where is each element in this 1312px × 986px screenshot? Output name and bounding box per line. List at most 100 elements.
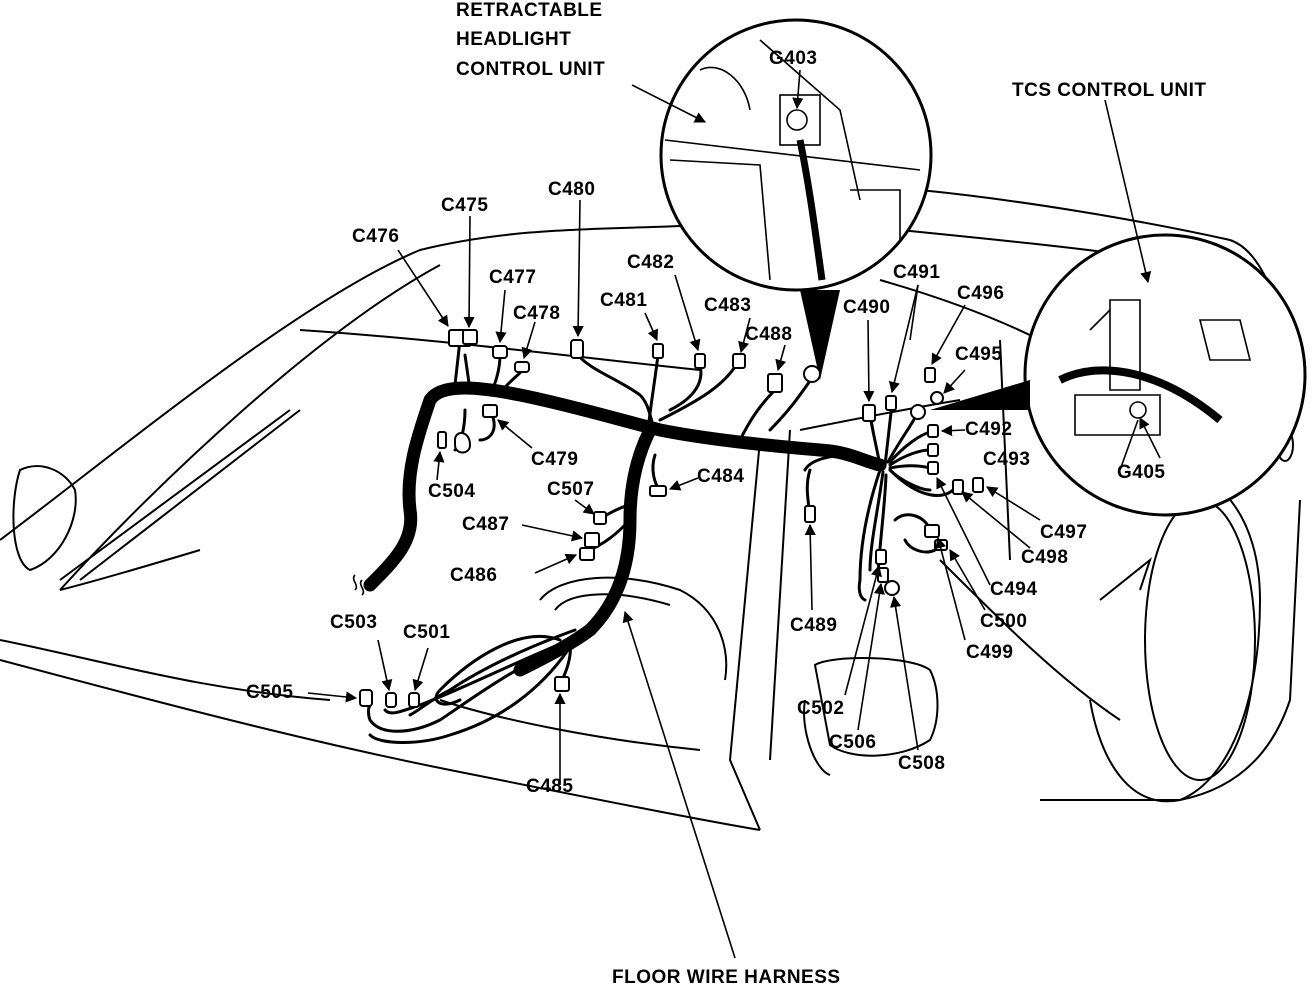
leader-c486 (534, 553, 578, 574)
connector-c482 (694, 353, 706, 369)
floor-harness (352, 381, 887, 677)
connector-c493 (927, 443, 939, 457)
label-c486: C486 (450, 565, 497, 586)
text-labels: RETRACTABLE HEADLIGHT CONTROL UNIT G403 … (246, 0, 1206, 986)
connector-c487 (584, 532, 600, 548)
wire-lower-left-4 (368, 648, 570, 744)
connector-c503 (385, 692, 397, 708)
wire-c500b (903, 538, 937, 554)
leader-c491b (909, 284, 919, 341)
connector-c478 (514, 361, 530, 373)
label-tcs-control-unit: TCS CONTROL UNIT (1012, 80, 1206, 101)
label-c503: C503 (330, 612, 377, 633)
leader-lines (307, 69, 1161, 959)
label-floor-wire-harness: FLOOR WIRE HARNESS (612, 967, 841, 986)
label-c488: C488 (745, 324, 792, 345)
wire-c497 (888, 468, 957, 497)
connector-c477 (492, 345, 508, 359)
dash-edge (59, 549, 201, 591)
leader-c499 (935, 536, 966, 641)
connector-c479 (482, 404, 498, 418)
label-c505: C505 (246, 682, 293, 703)
leader-c487 (521, 524, 584, 542)
label-c507: C507 (547, 479, 594, 500)
label-c494: C494 (990, 579, 1037, 600)
leader-c476 (397, 249, 449, 327)
harness-down-branch (513, 423, 657, 677)
leader-c482 (674, 274, 701, 352)
leader-c477 (495, 289, 507, 344)
label-c508: C508 (898, 753, 945, 774)
leader-c480 (572, 199, 584, 338)
connector-c492 (927, 424, 939, 438)
connector-c495 (930, 391, 944, 405)
tcs-harness (1058, 366, 1223, 424)
headlight-callout (659, 18, 933, 380)
leader-tcs (1104, 99, 1152, 284)
label-c499: C499 (966, 642, 1013, 663)
label-c492: C492 (965, 419, 1012, 440)
connector-c502 (875, 549, 887, 565)
label-c493: C493 (983, 449, 1030, 470)
tcs-wire (1119, 419, 1139, 471)
callout-detail-2 (664, 139, 921, 171)
b-pillar (728, 439, 761, 831)
tcs-callout (930, 233, 1307, 517)
leader-c491 (888, 284, 919, 394)
leader-c483 (738, 317, 751, 354)
leader-c495 (943, 369, 966, 394)
callout-circle-right (1023, 233, 1307, 517)
label-c481: C481 (600, 290, 647, 311)
wire-c482 (668, 363, 703, 412)
wire-lower-2 (868, 470, 885, 572)
wire-loop (434, 634, 562, 706)
wire-lower-left-1 (408, 628, 577, 717)
tcs-mount-plate (1074, 394, 1161, 436)
leader-floor-harness (622, 610, 736, 959)
connector-c507 (593, 511, 607, 525)
label-c498: C498 (1021, 547, 1068, 568)
wire-c483 (658, 360, 740, 422)
wire-lower-left-2 (383, 638, 572, 715)
label-g403: G403 (769, 48, 817, 69)
connector-c480 (570, 339, 584, 359)
tcs-bracket (1198, 319, 1252, 361)
label-c477: C477 (489, 267, 536, 288)
label-retractable: RETRACTABLE (456, 0, 603, 21)
label-c476: C476 (352, 226, 399, 247)
wire-c475 (463, 353, 472, 392)
tcs-detail-1 (1089, 309, 1111, 331)
wire-c481 (646, 353, 660, 432)
callout-detail-3 (669, 159, 771, 281)
connector-c506 (877, 567, 889, 583)
label-c497: C497 (1040, 522, 1087, 543)
label-control-unit: CONTROL UNIT (456, 59, 605, 80)
floor-rear (939, 559, 1121, 721)
label-c479: C479 (531, 449, 578, 470)
callout-detail-1 (699, 66, 751, 111)
side-mirror (12, 465, 77, 572)
wire-c484 (651, 453, 662, 492)
harness-main-trunk (363, 381, 887, 592)
connector-c483 (732, 353, 746, 369)
connector-c489 (804, 505, 816, 523)
leader-c504 (433, 450, 445, 481)
a-pillar-inner (59, 409, 291, 581)
leader-c500 (949, 549, 986, 611)
leader-g405 (1139, 416, 1161, 459)
leader-c508 (890, 595, 919, 751)
rear-quarter (1040, 499, 1301, 801)
floor-line (439, 699, 701, 751)
connector-c490 (862, 404, 876, 422)
connector-c500 (924, 524, 940, 538)
label-c482: C482 (627, 252, 674, 273)
wire-g403 (768, 376, 814, 432)
connector-c494 (927, 461, 939, 475)
lower-body (0, 659, 761, 831)
connectors (359, 329, 984, 708)
connector-c508 (884, 580, 900, 596)
leader-headlight-unit (631, 84, 706, 123)
label-c495: C495 (955, 344, 1002, 365)
leader-c489 (804, 523, 816, 611)
